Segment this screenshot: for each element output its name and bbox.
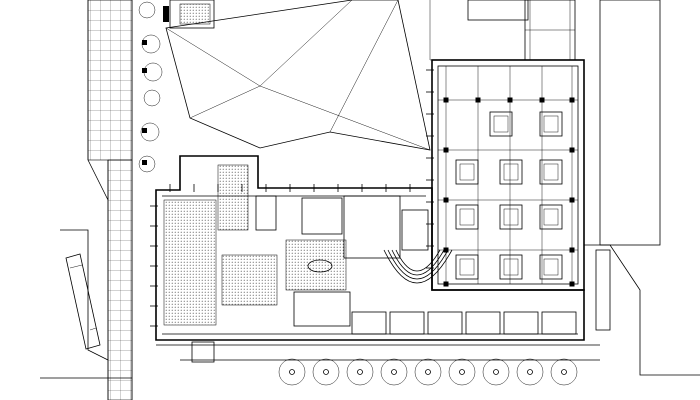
structural-column	[539, 97, 545, 103]
tower-window-module	[539, 111, 563, 137]
street-tree-trunk	[323, 369, 329, 375]
neighbour-roof-building	[163, 0, 431, 151]
tower-block	[431, 0, 585, 291]
street-tree-trunk	[561, 369, 567, 375]
structural-column	[475, 97, 481, 103]
street-tree	[448, 358, 476, 386]
structural-column	[569, 197, 575, 203]
street-tree	[516, 358, 544, 386]
tower-window-module	[539, 159, 563, 185]
front-bays	[351, 311, 577, 335]
tower-window-module	[489, 111, 513, 137]
curb-line-left	[40, 229, 132, 379]
structural-column	[443, 97, 449, 103]
street-tree-trunk	[527, 369, 533, 375]
tower-window-module	[455, 204, 479, 230]
tower-window-module	[493, 115, 509, 133]
street-tree	[550, 358, 578, 386]
paving-hatch	[163, 164, 347, 326]
street-edge-bottom	[156, 344, 600, 361]
tower-window-module	[543, 115, 559, 133]
structural-column	[569, 281, 575, 287]
neighbour-building-right	[429, 0, 661, 246]
tower-window-module	[455, 254, 479, 280]
tower-window-module	[543, 163, 559, 181]
street-tree	[346, 358, 374, 386]
tower-window-module	[503, 163, 519, 181]
street-tree-trunk	[391, 369, 397, 375]
tower-window-module	[503, 258, 519, 276]
structural-column	[569, 247, 575, 253]
tower-window-module	[499, 254, 523, 280]
tower-column-grid	[438, 66, 578, 287]
sidewalk-paving	[87, 0, 133, 400]
structural-column	[443, 147, 449, 153]
parked-car	[65, 253, 101, 350]
tower-window-module	[455, 159, 479, 185]
street-tree-trunk	[493, 369, 499, 375]
tower-window-module	[499, 204, 523, 230]
structural-column	[443, 281, 449, 287]
tower-window-module	[459, 258, 475, 276]
street-tree	[278, 358, 306, 386]
street-tree-trunk	[459, 369, 465, 375]
structural-column	[443, 197, 449, 203]
dimension-ticks	[150, 69, 434, 327]
tower-window-module	[539, 204, 563, 230]
street-tree	[414, 358, 442, 386]
interior-rooms	[191, 195, 429, 363]
tower-window-module	[503, 208, 519, 226]
tower-window-module	[459, 208, 475, 226]
tower-window-module	[499, 159, 523, 185]
tower-window-module	[543, 208, 559, 226]
street-tree	[482, 358, 510, 386]
structural-column	[569, 147, 575, 153]
street-tree-trunk	[289, 369, 295, 375]
structural-column	[507, 97, 513, 103]
tower-window-module	[539, 254, 563, 280]
tower-window-module	[543, 258, 559, 276]
street-tree	[312, 358, 340, 386]
street-trees-front	[278, 358, 578, 386]
street-tree-trunk	[425, 369, 431, 375]
structural-column	[443, 247, 449, 253]
street-trees-left	[138, 1, 163, 173]
auditorium-seating	[383, 249, 453, 284]
street-tree-trunk	[357, 369, 363, 375]
street-tree	[380, 358, 408, 386]
structural-column	[569, 97, 575, 103]
tower-window-module	[459, 163, 475, 181]
